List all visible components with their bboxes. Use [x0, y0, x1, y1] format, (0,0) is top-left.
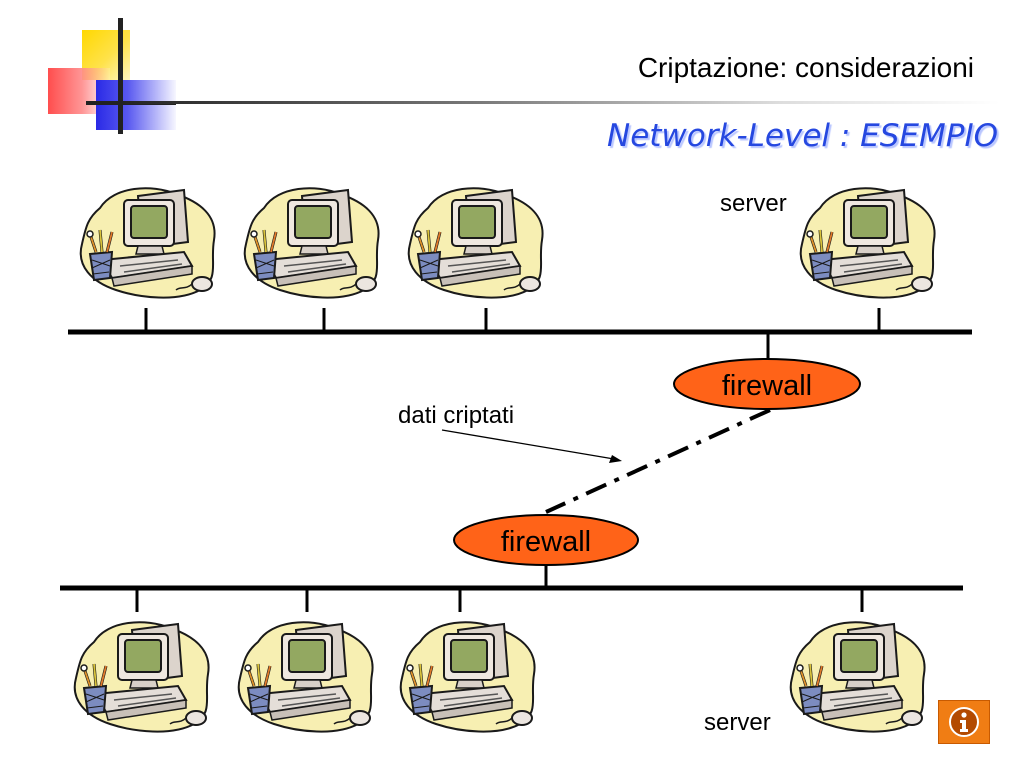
server-label-top: server — [720, 190, 787, 217]
deco-vertical-line — [118, 18, 123, 134]
slide-subtitle: Network-Level : ESEMPIO — [607, 118, 998, 154]
top-server-computer — [799, 186, 937, 300]
bottom-computer-1 — [73, 620, 211, 734]
title-rule — [120, 101, 1000, 104]
slide-title: Criptazione: considerazioni — [637, 52, 974, 83]
bottom-computer-2 — [237, 620, 375, 734]
bottom-server-computer — [789, 620, 927, 734]
label-arrow-line — [441, 429, 615, 460]
encrypted-data-label: dati criptati — [398, 402, 515, 429]
label-arrow-head — [609, 455, 622, 463]
deco-blue-square — [96, 80, 176, 130]
encrypted-tunnel — [545, 408, 771, 514]
top-computer-3 — [407, 186, 545, 300]
top-firewall — [673, 358, 861, 410]
top-computer-2 — [243, 186, 381, 300]
info-button[interactable] — [938, 700, 990, 744]
info-icon — [949, 707, 979, 737]
top-computer-1 — [79, 186, 217, 300]
bottom-firewall-label: firewall — [501, 526, 591, 558]
server-label-bottom: server — [704, 709, 771, 736]
top-firewall-label: firewall — [722, 370, 812, 402]
bottom-computer-3 — [399, 620, 537, 734]
